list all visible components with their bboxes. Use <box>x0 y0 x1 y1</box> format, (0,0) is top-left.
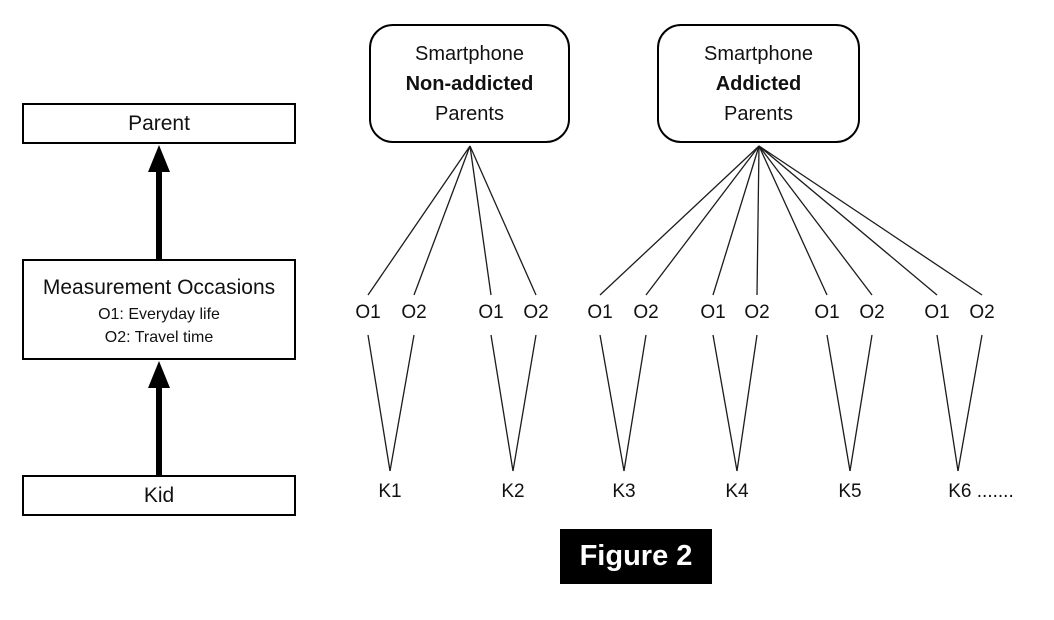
up-arrow-shaft <box>156 386 162 475</box>
occasion-label: O2 <box>633 302 659 323</box>
up-arrow-head <box>148 145 170 172</box>
occasion-label: O2 <box>859 302 885 323</box>
occasion-kid-line <box>736 334 758 472</box>
kid-label: K1 <box>378 481 402 502</box>
occasion-label: O2 <box>969 302 995 323</box>
fan-line <box>469 145 537 296</box>
figure-caption-label: Figure 2 <box>579 540 693 572</box>
fan-line <box>758 145 938 296</box>
up-arrow-shaft <box>156 170 162 259</box>
kid-label: K4 <box>725 481 749 502</box>
kid-label: K2 <box>501 481 525 502</box>
group-addicted-line3: Parents <box>724 102 793 125</box>
group-box-nonaddicted-parents: Smartphone Non-addicted Parents <box>369 24 570 143</box>
fan-line <box>758 145 828 296</box>
occasion-label: O1 <box>587 302 613 323</box>
kid-label: K5 <box>838 481 862 502</box>
occasion-label: O1 <box>700 302 726 323</box>
occasion-kid-line <box>389 334 415 472</box>
fan-line <box>758 145 983 296</box>
measurement-occasion-1-label: O1: Everyday life <box>98 305 220 323</box>
kid-box: Kid <box>22 475 296 516</box>
occasion-kid-line <box>826 334 851 472</box>
occasion-kid-line <box>957 334 983 472</box>
measurement-box-title: Measurement Occasions <box>42 275 276 299</box>
fan-line <box>413 145 471 296</box>
occasion-label: O2 <box>523 302 549 323</box>
fan-line <box>469 145 492 296</box>
occasion-kid-line <box>367 334 391 472</box>
fan-line <box>712 145 760 296</box>
occasion-kid-line <box>490 334 514 472</box>
kid-label: K6 ....... <box>948 481 1014 502</box>
occasion-label: O2 <box>401 302 427 323</box>
group-addicted-line1: Smartphone <box>704 42 813 65</box>
group-nonaddicted-line1: Smartphone <box>415 42 524 65</box>
occasion-label: O1 <box>814 302 840 323</box>
kid-label: K3 <box>612 481 636 502</box>
group-box-addicted-parents: Smartphone Addicted Parents <box>657 24 860 143</box>
occasion-kid-line <box>936 334 959 472</box>
occasion-kid-line <box>512 334 537 472</box>
kid-box-label: Kid <box>143 484 175 507</box>
fan-line <box>645 145 760 296</box>
occasion-kid-line <box>599 334 625 472</box>
parent-box: Parent <box>22 103 296 144</box>
occasion-kid-line <box>623 334 647 472</box>
occasion-label: O1 <box>924 302 950 323</box>
figure-caption: Figure 2 <box>560 529 712 584</box>
occasion-label: O1 <box>478 302 504 323</box>
group-addicted-line2: Addicted <box>715 72 802 95</box>
fan-line <box>599 145 760 296</box>
occasion-label: O1 <box>355 302 381 323</box>
occasion-kid-line <box>849 334 873 472</box>
parent-box-label: Parent <box>128 112 190 135</box>
up-arrow-head <box>148 361 170 388</box>
occasion-label: O2 <box>744 302 770 323</box>
group-nonaddicted-line3: Parents <box>435 102 504 125</box>
fan-line <box>758 145 873 296</box>
measurement-occasion-2-label: O2: Travel time <box>104 328 214 346</box>
fan-line <box>756 145 760 296</box>
occasion-kid-line <box>712 334 738 472</box>
group-nonaddicted-line2: Non-addicted <box>405 72 534 95</box>
measurement-occasions-box: Measurement Occasions O1: Everyday life … <box>22 259 296 360</box>
fan-line <box>367 145 471 296</box>
